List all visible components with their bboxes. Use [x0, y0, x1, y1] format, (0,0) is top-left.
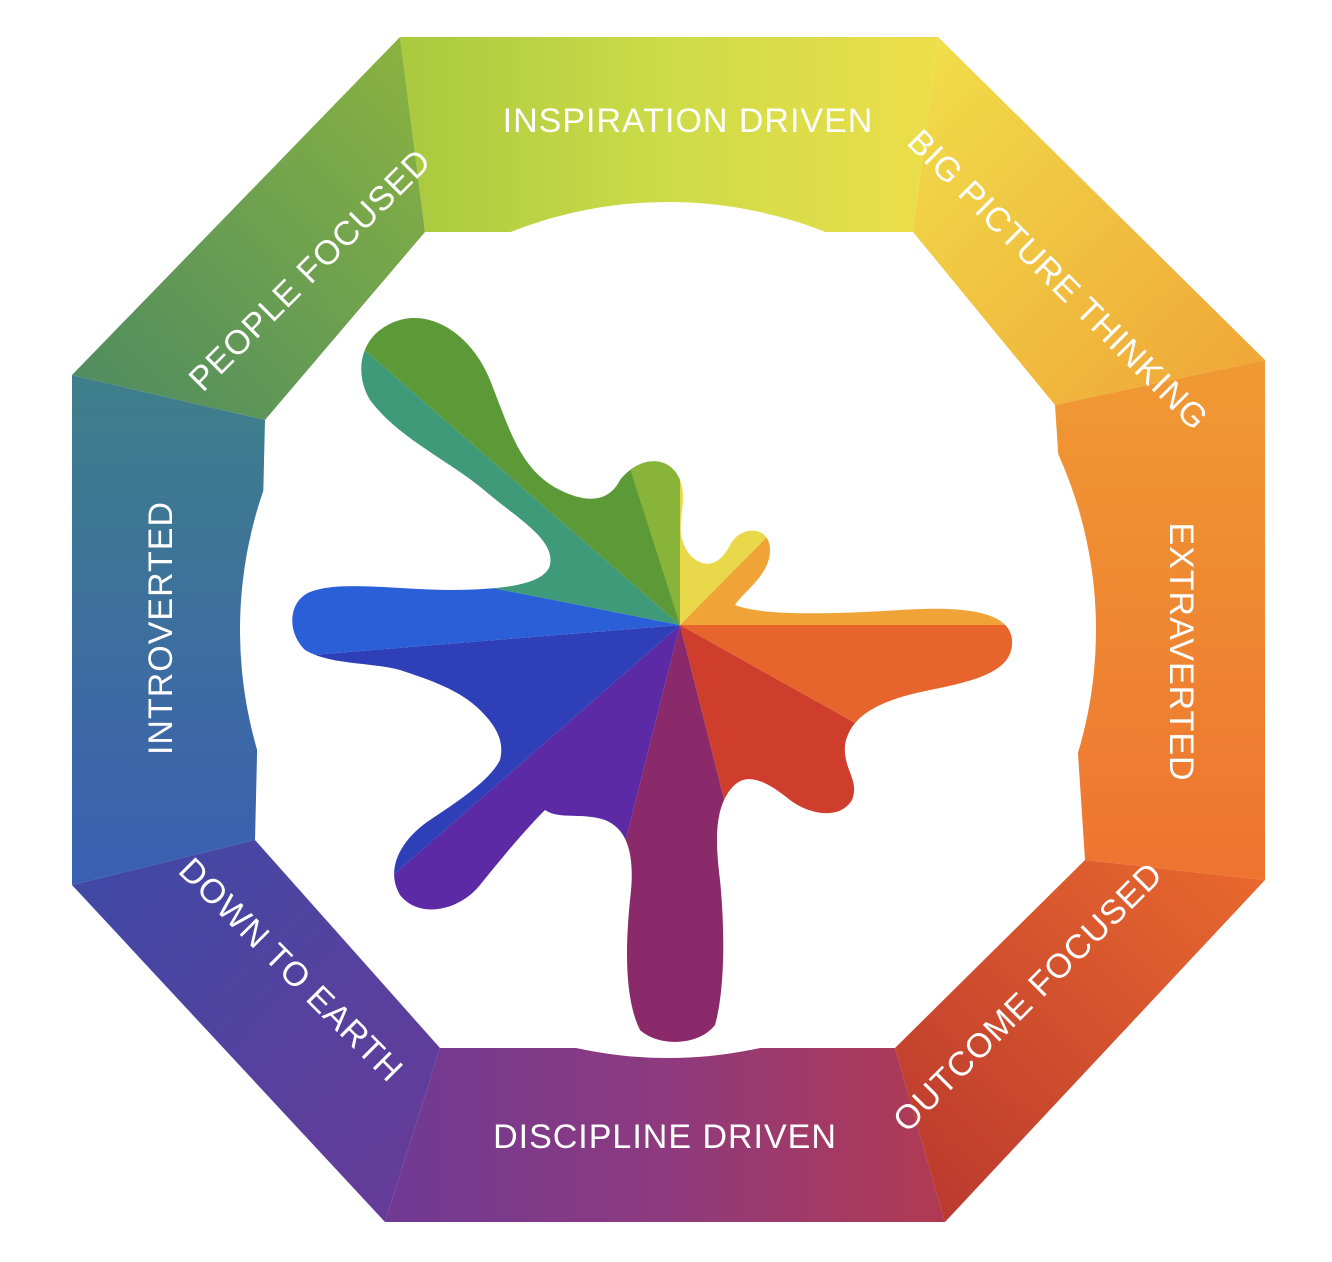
- segment-bottom: [385, 1048, 945, 1222]
- segment-bottom-left: [72, 840, 440, 1222]
- segment-top-right: [913, 37, 1265, 405]
- label-inspiration-driven: INSPIRATION DRIVEN: [503, 102, 874, 140]
- segment-top-left: [72, 37, 425, 420]
- label-extraverted: EXTRAVERTED: [1162, 522, 1200, 781]
- segment-right: [1055, 360, 1265, 880]
- label-introverted: INTROVERTED: [142, 501, 180, 755]
- segment-top: [400, 37, 938, 232]
- segment-bottom-right: [895, 860, 1265, 1222]
- label-discipline-driven: DISCIPLINE DRIVEN: [493, 1118, 837, 1156]
- segment-left: [72, 375, 265, 885]
